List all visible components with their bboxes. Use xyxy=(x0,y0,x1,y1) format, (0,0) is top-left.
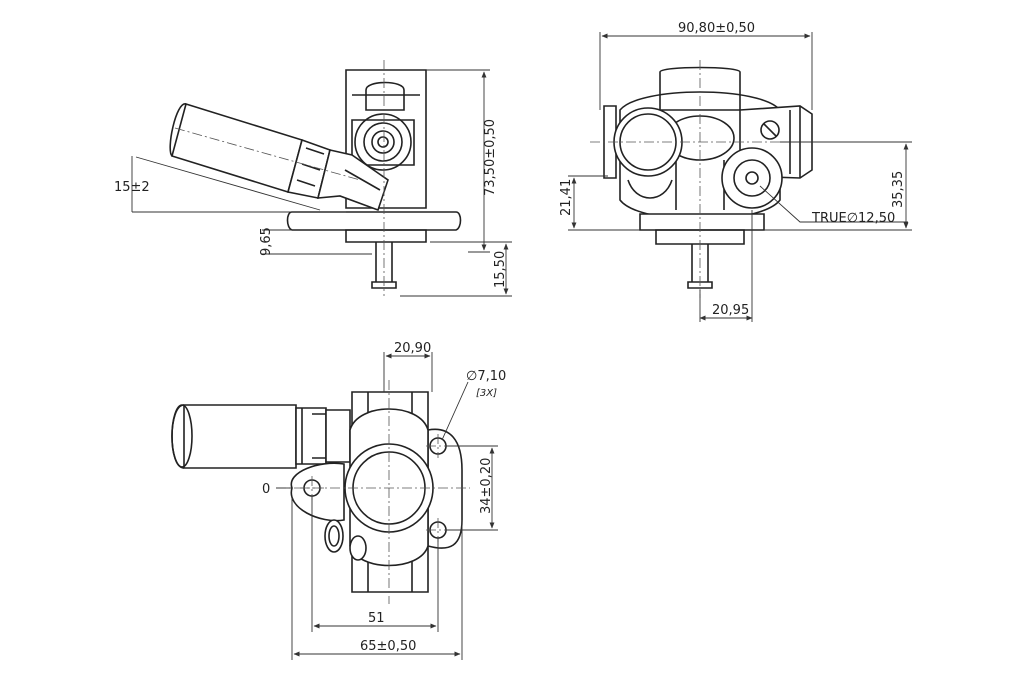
side-cylinder xyxy=(169,102,389,212)
top-cylinder xyxy=(171,404,351,469)
top-view: 20,90 ∅7,10 [3X] 0 34±0,20 51 65±0,50 xyxy=(171,341,506,660)
dim-top-flange-width: 65±0,50 xyxy=(360,639,416,654)
dim-top-hole-pitch: 34±0,20 xyxy=(479,458,494,514)
front-view: 90,80±0,50 21,41 35,35 TRUE∅12,50 20,95 xyxy=(559,21,912,322)
dim-top-zero: 0 xyxy=(262,482,270,497)
front-base xyxy=(639,213,765,231)
dim-side-stem-length: 15,50 xyxy=(493,251,508,288)
dim-side-flange-offset: 9,65 xyxy=(259,227,274,256)
dim-top-hole-span: 51 xyxy=(368,611,385,626)
side-flange xyxy=(286,211,462,231)
dim-front-true-dia: TRUE∅12,50 xyxy=(811,211,895,226)
dim-top-width: 20,90 xyxy=(394,341,431,356)
side-stem xyxy=(375,242,393,282)
side-inlet-port xyxy=(365,81,405,111)
front-outlet xyxy=(721,147,783,209)
dim-front-width: 90,80±0,50 xyxy=(678,21,755,36)
dim-top-hole-dia: ∅7,10 xyxy=(466,369,506,384)
dim-side-angle: 15±2 xyxy=(114,180,150,195)
front-top-block xyxy=(659,66,741,111)
dim-front-right-height: 35,35 xyxy=(891,171,906,208)
dim-side-height: 73,50±0,50 xyxy=(483,119,498,196)
dim-front-left-height: 21,41 xyxy=(559,179,574,216)
dim-front-stem-offset: 20,95 xyxy=(712,303,749,318)
side-view: 15±2 73,50±0,50 9,65 15,50 xyxy=(114,60,512,297)
dim-top-hole-qty: [3X] xyxy=(476,388,497,399)
